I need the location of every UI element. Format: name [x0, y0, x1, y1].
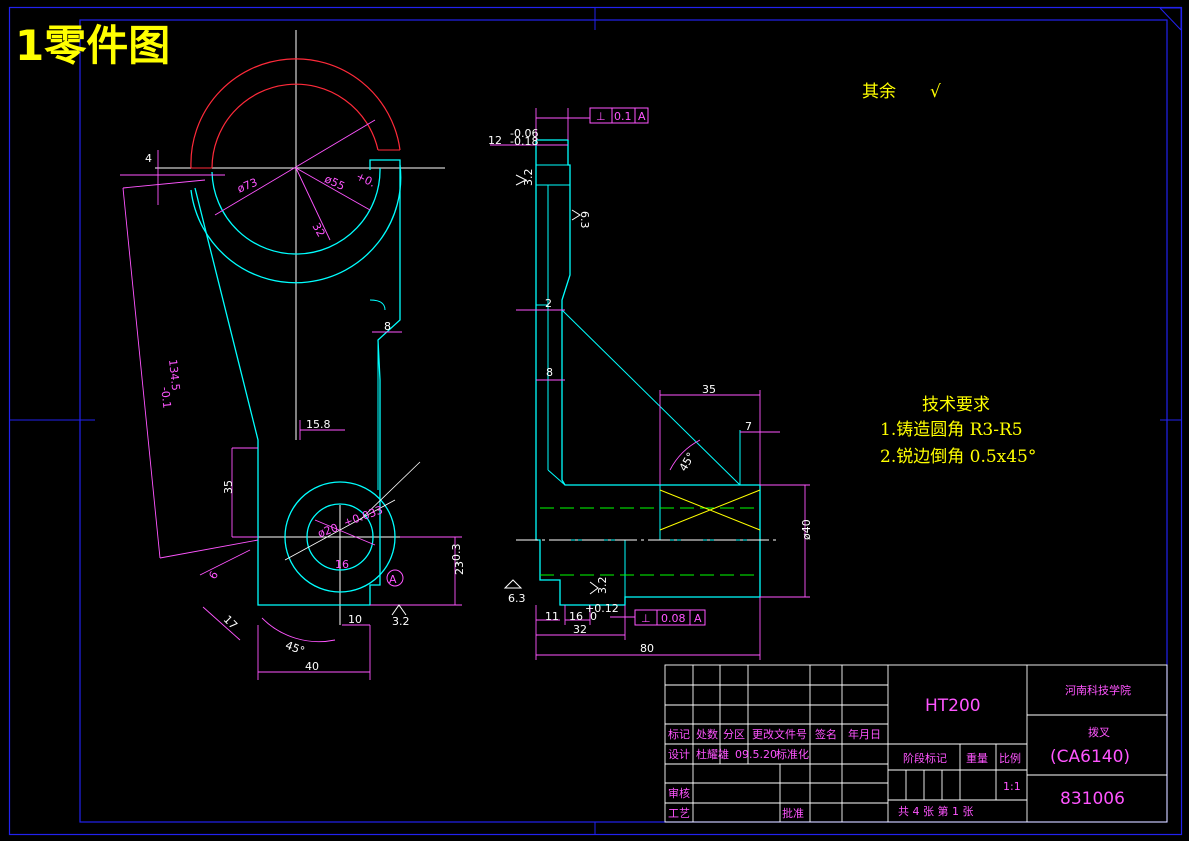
- tech-req-item-2: 2.锐边倒角 0.5x45°: [880, 447, 1036, 467]
- dim-7: 7: [745, 420, 752, 433]
- tech-requirements: 技术要求 1.铸造圆角 R3-R5 2.锐边倒角 0.5x45°: [880, 395, 1036, 467]
- tb-designer: 杜耀雄: [696, 747, 729, 761]
- dim-35-side: 35: [702, 383, 716, 396]
- tb-part-name: 拨叉: [1088, 725, 1110, 739]
- dim-11: 11: [545, 610, 559, 623]
- dim-23-tol: -0.3: [450, 544, 463, 565]
- dim-r32: 32: [309, 221, 327, 240]
- datum-a-label: A: [389, 573, 397, 586]
- dim-134: 134.5: [166, 359, 182, 392]
- dim-32-side: 32: [573, 623, 587, 636]
- dim-35-front: 35: [222, 480, 235, 494]
- dim-134-tol: -0.1: [158, 386, 173, 409]
- dim-45-side: 45°: [677, 450, 698, 473]
- dim-16: 16: [569, 610, 583, 623]
- tb-school: 河南科技学院: [1065, 683, 1131, 697]
- tb-review-label: 审核: [668, 786, 690, 800]
- dim-23: 23: [453, 561, 466, 575]
- tb-approve-label: 批准: [782, 806, 804, 820]
- rough-6-3-side-a: 6.3: [578, 211, 591, 229]
- tol-top-value: 0.1: [614, 110, 632, 123]
- tb-design-label: 设计: [668, 748, 690, 761]
- tech-req-item-1: 1.铸造圆角 R3-R5: [880, 420, 1023, 440]
- rough-3-2-side-b: 3.2: [596, 577, 609, 595]
- tol-bottom-symbol: ⊥: [641, 612, 651, 625]
- dim-r6: 6: [206, 569, 221, 582]
- tb-header-1: 处数: [696, 728, 718, 741]
- dim-40-front: 40: [305, 660, 319, 673]
- dim-80: 80: [640, 642, 654, 655]
- dim-d40: ø40: [800, 519, 813, 540]
- dim-d73: ø73: [235, 176, 259, 196]
- dim-16-upper: +0.12: [585, 602, 619, 615]
- tb-stage-label: 阶段标记: [903, 751, 947, 765]
- tb-header-5: 年月日: [848, 727, 881, 741]
- dim-12: 12: [488, 134, 502, 147]
- dim-r16: 16: [335, 558, 349, 571]
- tol-top-datum: A: [638, 110, 646, 123]
- tb-material: HT200: [925, 696, 981, 716]
- title-block-text: 标记 处数 分区 更改文件号 签名 年月日 设计 杜耀雄 09.5.20 标准化…: [668, 683, 1131, 820]
- dim-d55-upper: +0.: [354, 170, 377, 190]
- dim-12-lower: -0.18: [510, 135, 538, 148]
- dim-45-angle: 45°: [284, 639, 307, 658]
- front-view: A ø73: [120, 30, 466, 680]
- dim-12-upper: -0.06: [510, 127, 538, 140]
- rough-6-3-side-b: 6.3: [508, 592, 526, 605]
- tb-scale: 1:1: [1003, 780, 1021, 793]
- tb-process-label: 工艺: [668, 807, 690, 820]
- tech-req-heading: 技术要求: [922, 395, 990, 415]
- dim-10: 10: [348, 613, 362, 626]
- side-view: ⊥ 0.1 A 12 -0.06 -0.18 3.2 6.3 2 8 35 7 …: [488, 107, 813, 660]
- tb-scale-label: 比例: [999, 751, 1021, 765]
- dim-8-front: 8: [384, 320, 391, 333]
- tb-standard-label: 标准化: [776, 747, 809, 761]
- roughness-note: 其余 √: [862, 82, 941, 102]
- tb-header-2: 分区: [723, 728, 745, 741]
- rough-3-2-front: 3.2: [392, 615, 410, 628]
- rough-3-2-side-a: 3.2: [522, 169, 535, 187]
- dim-15-8: 15.8: [306, 418, 331, 431]
- tb-header-4: 签名: [815, 727, 837, 741]
- tb-header-3: 更改文件号: [752, 727, 807, 741]
- tb-model: (CA6140): [1050, 747, 1130, 767]
- dim-4: 4: [145, 152, 152, 165]
- roughness-note-label: 其余: [862, 82, 896, 102]
- tb-header-0: 标记: [668, 727, 690, 741]
- tb-weight-label: 重量: [966, 751, 988, 765]
- tol-top-symbol: ⊥: [596, 110, 606, 123]
- dim-17: 17: [221, 613, 240, 632]
- tol-bottom-value: 0.08: [661, 612, 686, 625]
- dim-d20-tol: +0.033: [342, 503, 385, 529]
- dim-16-lower: 0: [590, 610, 597, 623]
- tb-sheets: 共 4 张 第 1 张: [898, 804, 973, 818]
- tol-bottom-datum: A: [694, 612, 702, 625]
- title-block: [664, 664, 1168, 823]
- dim-8-side: 8: [546, 366, 553, 379]
- page-title: 1零件图: [15, 21, 170, 70]
- sheet-border: [8, 6, 1183, 836]
- tb-drawing-no: 831006: [1060, 789, 1125, 809]
- tb-date: 09.5.20: [735, 748, 777, 761]
- roughness-symbol: √: [930, 82, 941, 102]
- dim-2: 2: [545, 297, 552, 310]
